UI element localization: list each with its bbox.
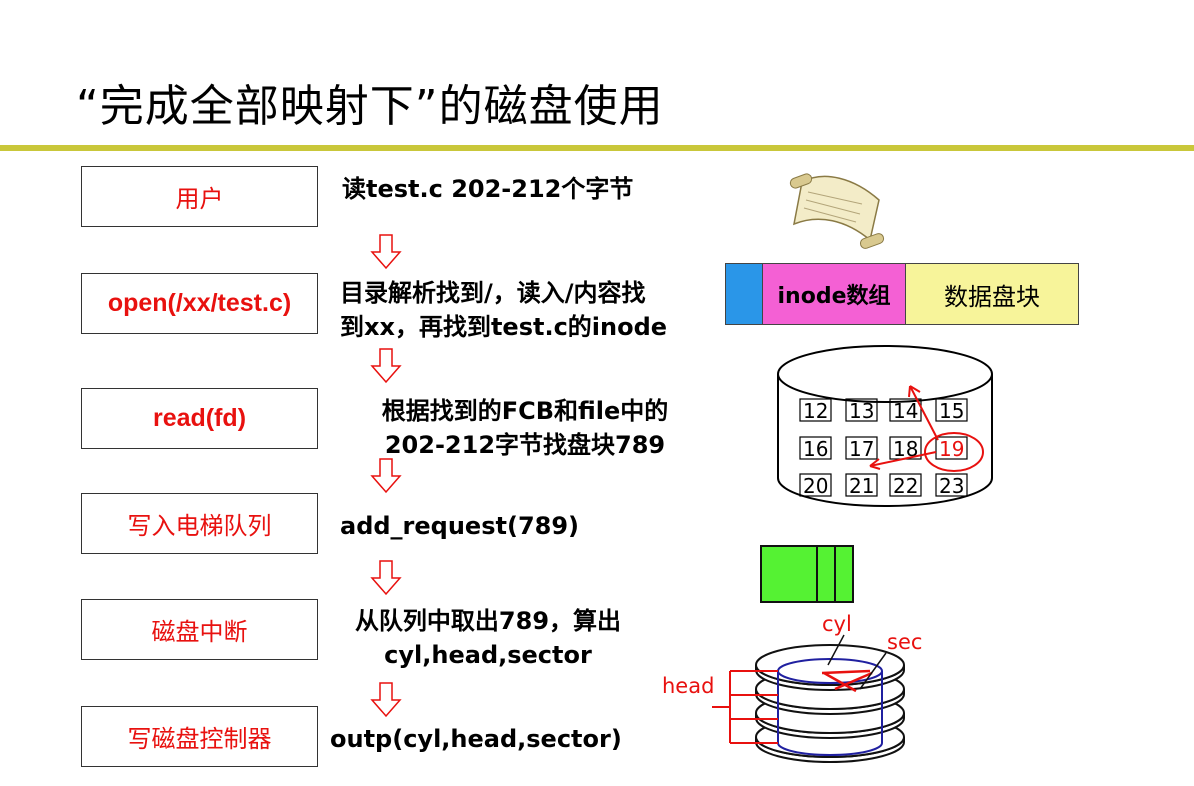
desc-line: 202-212字节找盘块789 bbox=[384, 431, 666, 459]
desc-line: add_request(789) bbox=[340, 512, 580, 540]
disk-block-number: 14 bbox=[893, 399, 918, 423]
disk-block-box bbox=[845, 398, 878, 422]
disk-block-box bbox=[889, 473, 922, 497]
disk-block-number: 17 bbox=[849, 437, 874, 461]
disk-block-box bbox=[935, 473, 968, 497]
disk-block-number: 22 bbox=[893, 474, 918, 498]
disk-block-number: 16 bbox=[803, 437, 828, 461]
scroll-file-icon bbox=[789, 173, 885, 249]
desc-line: outp(cyl,head,sector) bbox=[330, 725, 622, 753]
disk-block-number: 12 bbox=[803, 399, 828, 423]
disk-block-box bbox=[935, 398, 968, 422]
inode-array-block: inode数组 bbox=[762, 263, 906, 325]
step-user-desc: 读test.c 202-212个字节 bbox=[342, 172, 633, 206]
desc-line: 从队列中取出789，算出 bbox=[354, 607, 622, 635]
disk-block-box bbox=[799, 436, 832, 460]
sec-label: sec bbox=[887, 630, 922, 654]
cyl-label: cyl bbox=[822, 612, 852, 636]
queue-divider bbox=[816, 547, 818, 601]
head-label: head bbox=[662, 674, 714, 698]
disk-block-box bbox=[799, 398, 832, 422]
down-arrow-icon bbox=[370, 560, 402, 596]
page-title: “完成全部映射下”的磁盘使用 bbox=[76, 81, 664, 132]
down-arrow-icon bbox=[370, 234, 402, 270]
step-user-box: 用户 bbox=[81, 166, 318, 227]
step-elevator-box: 写入电梯队列 bbox=[81, 493, 318, 554]
disk-block-box bbox=[799, 473, 832, 497]
disk-block-box bbox=[845, 473, 878, 497]
step-controller-box: 写磁盘控制器 bbox=[81, 706, 318, 767]
step-controller-desc: outp(cyl,head,sector) bbox=[330, 722, 622, 756]
down-arrow-icon bbox=[370, 348, 402, 384]
step-open-desc: 目录解析找到/，读入/内容找 到xx，再找到test.c的inode bbox=[340, 276, 667, 344]
disk-block-number: 20 bbox=[803, 474, 828, 498]
elevator-queue bbox=[760, 545, 854, 603]
desc-line: 读test.c 202-212个字节 bbox=[342, 175, 634, 203]
disk-block-box bbox=[845, 436, 878, 460]
disk-block-number: 15 bbox=[939, 399, 964, 423]
desc-line: 目录解析找到/，读入/内容找 bbox=[340, 279, 646, 307]
step-interrupt-desc: 从队列中取出789，算出 cyl,head,sector bbox=[328, 604, 648, 672]
title-underline bbox=[0, 145, 1194, 151]
queue-divider bbox=[834, 547, 836, 601]
data-blocks-region: 数据盘块 bbox=[905, 263, 1079, 325]
step-interrupt-box: 磁盘中断 bbox=[81, 599, 318, 660]
step-read-box: read(fd) bbox=[81, 388, 318, 449]
boot-block bbox=[725, 263, 763, 325]
disk-block-number: 19 bbox=[939, 437, 964, 461]
step-open-box: open(/xx/test.c) bbox=[81, 273, 318, 334]
step-read-desc: 根据找到的FCB和file中的 202-212字节找盘块789 bbox=[340, 394, 710, 462]
desc-line: cyl,head,sector bbox=[384, 641, 592, 669]
step-elevator-desc: add_request(789) bbox=[340, 509, 579, 543]
down-arrow-icon bbox=[370, 682, 402, 718]
disk-block-box bbox=[889, 398, 922, 422]
disk-block-number: 13 bbox=[849, 399, 874, 423]
disk-block-number: 23 bbox=[939, 474, 964, 498]
disk-block-number: 21 bbox=[849, 474, 874, 498]
disk-block-box bbox=[935, 436, 968, 460]
down-arrow-icon bbox=[370, 458, 402, 494]
disk-platter-diagram: cyl sec head bbox=[662, 612, 922, 763]
desc-line: 根据找到的FCB和file中的 bbox=[381, 397, 669, 425]
desc-line: 到xx，再找到test.c的inode bbox=[340, 313, 668, 341]
